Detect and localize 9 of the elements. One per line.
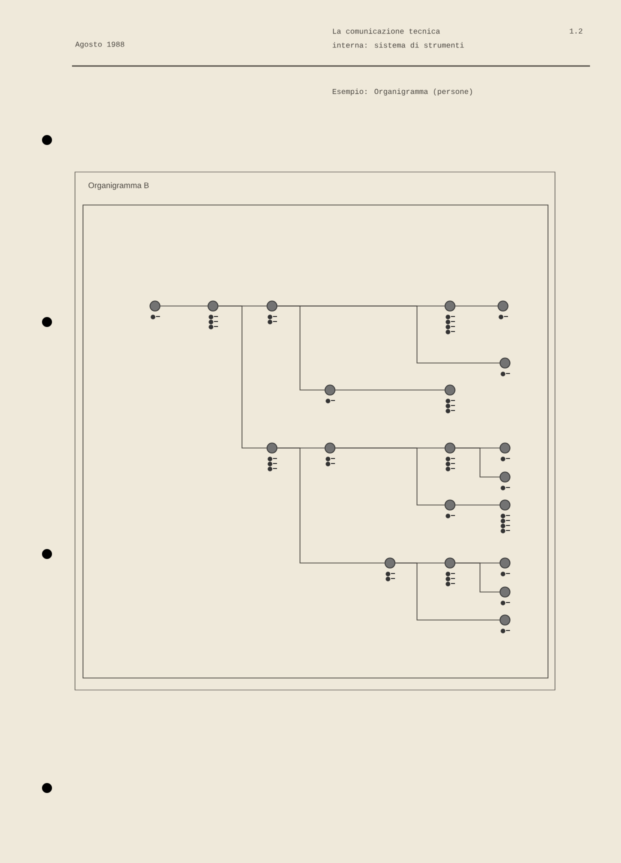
chart-title: Organigramma B	[88, 182, 149, 190]
connector-line	[395, 562, 500, 620]
connector-line	[218, 306, 267, 448]
connector-line	[277, 306, 325, 390]
connector-line	[277, 448, 385, 564]
connector-line	[455, 448, 500, 478]
connector-line	[335, 448, 445, 506]
connector-line	[455, 562, 500, 592]
connector-line	[455, 504, 500, 506]
